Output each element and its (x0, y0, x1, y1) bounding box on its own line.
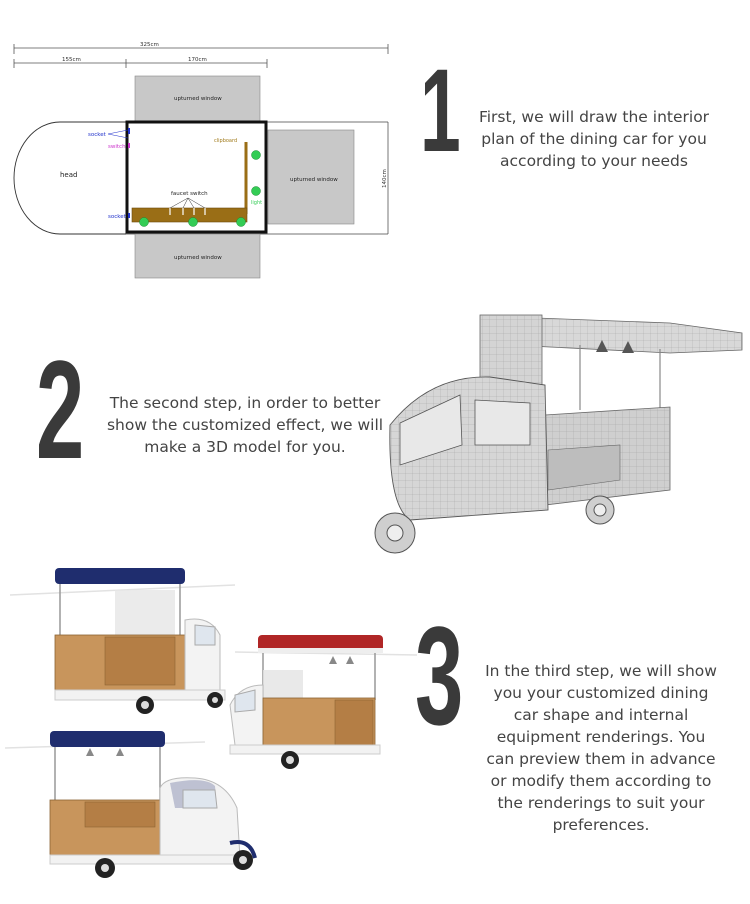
rendering-blue-car-bottom (5, 731, 257, 878)
dim-height: 140cm (382, 169, 388, 188)
window-right (267, 129, 355, 225)
dim-right: 170cm (188, 57, 207, 63)
step-3-number: 3 (415, 597, 464, 754)
step-2-text: The second step, in order to better show… (106, 394, 384, 456)
head-label: head (60, 171, 77, 179)
wireframe-car-model (374, 314, 743, 554)
window-top (134, 75, 261, 123)
clipboard-label: clipboard (214, 138, 237, 144)
step-1-number: 1 (420, 45, 461, 177)
window-right-label: upturned window (290, 177, 338, 183)
step-2-number: 2 (36, 331, 85, 488)
step-1-text: First, we will draw the interior plan of… (478, 108, 710, 170)
light-dots (139, 150, 261, 227)
faucet-lines (169, 208, 206, 215)
step-3-text: In the third step, we will show you your… (485, 662, 717, 834)
window-bottom-label: upturned window (174, 255, 222, 261)
window-top-label: upturned window (174, 96, 222, 102)
faucet-switch-label: faucet switch (171, 191, 208, 197)
window-bottom (134, 233, 261, 279)
rendering-blue-car-top (10, 568, 235, 714)
socket-bottom-label: socket (108, 214, 127, 220)
dim-total: 325cm (140, 42, 159, 48)
switch-label: switch (108, 144, 126, 150)
floor-plan-diagram: 325cm 155cm 170cm 140cm head upturned wi… (13, 42, 389, 279)
socket-top-label: socket (88, 132, 107, 138)
rendering-red-car (229, 635, 418, 769)
head-outline (13, 121, 126, 235)
dim-left: 155cm (62, 57, 81, 63)
dimension-lines (13, 44, 389, 234)
light-label: light (251, 200, 262, 206)
